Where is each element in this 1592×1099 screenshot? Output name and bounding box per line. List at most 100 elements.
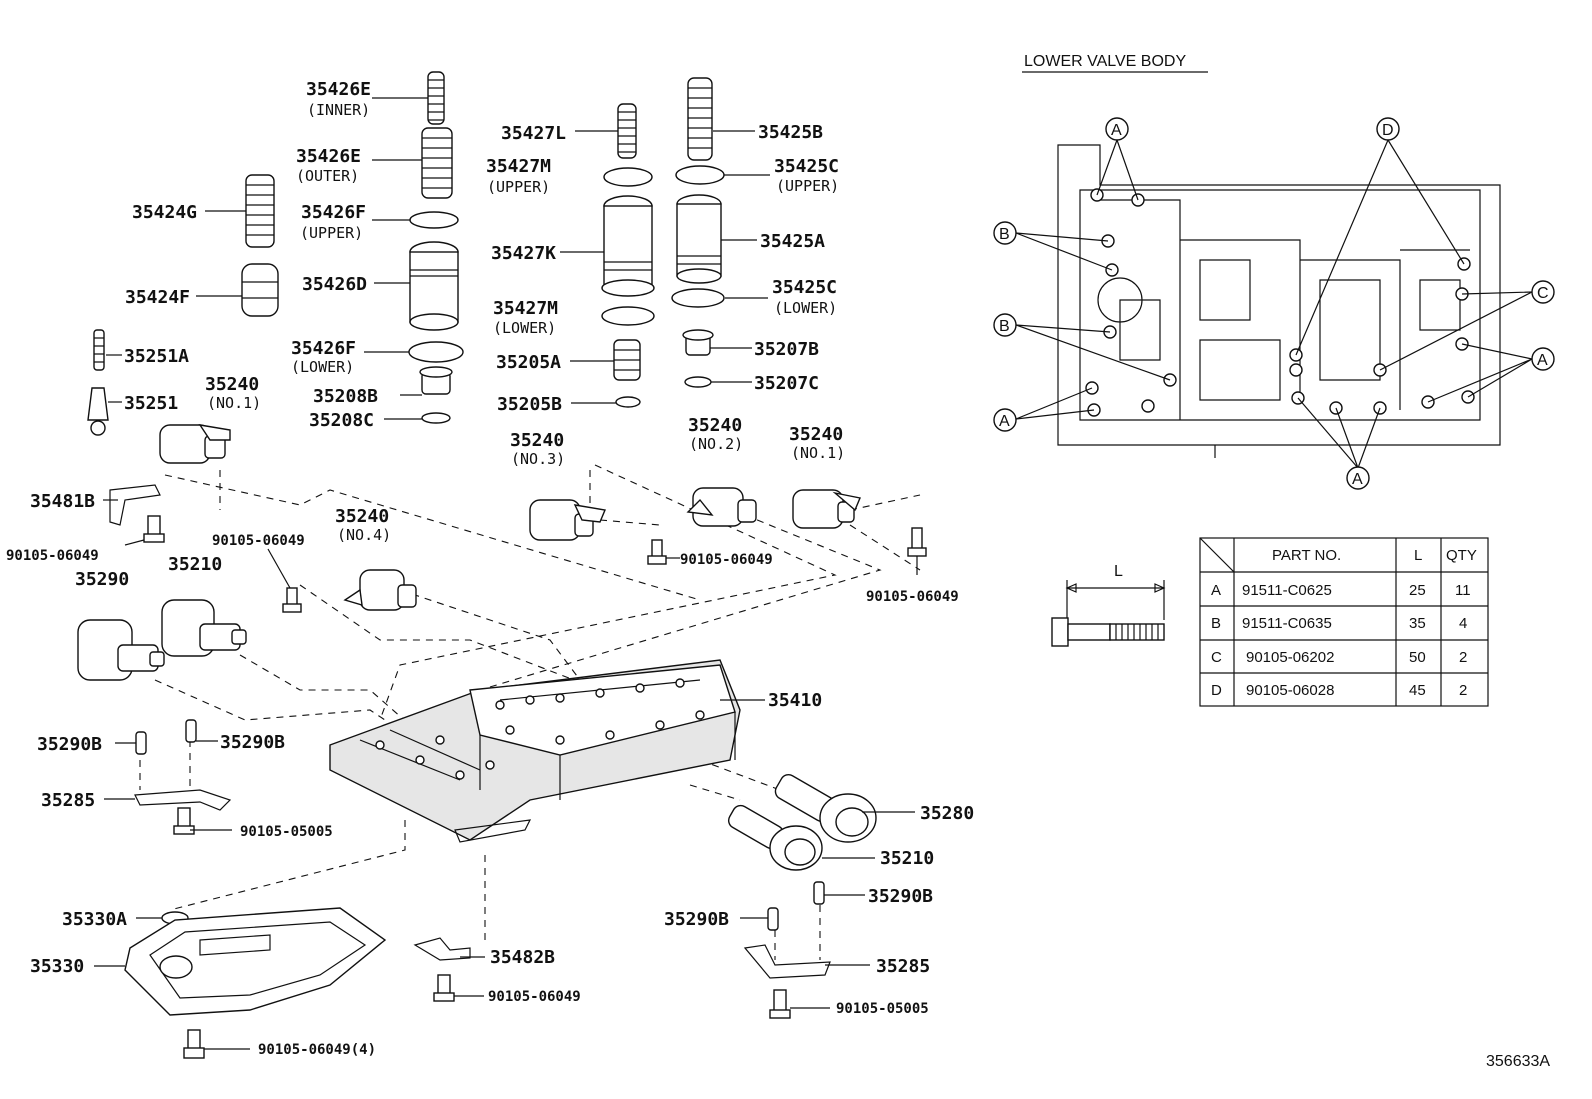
label-35240-no1-right-sub: (NO.1) [791, 444, 845, 462]
callout-a-left: A [993, 408, 1017, 432]
label-35280: 35280 [920, 803, 974, 824]
label-35210-top: 35210 [168, 554, 222, 575]
label-35424g: 35424G [132, 202, 197, 223]
label-35240-no2: 35240 [688, 415, 742, 436]
bolt-90105-06049-b [647, 539, 667, 565]
table-row-b-qty: 4 [1459, 615, 1467, 632]
table-header-part-no: PART NO. [1272, 547, 1341, 564]
callout-a-right: A [1531, 347, 1555, 371]
sleeve-35426d [409, 241, 459, 331]
label-35285-right: 35285 [876, 956, 930, 977]
label-35205b: 35205B [497, 394, 562, 415]
valve-body-35410 [329, 659, 741, 843]
table-row-a-qty: 11 [1455, 582, 1471, 599]
label-35208b: 35208B [313, 386, 378, 407]
label-35290: 35290 [75, 569, 129, 590]
svg-text:C: C [1537, 285, 1549, 302]
oring-35427m-upper [603, 167, 653, 187]
label-35240-no4-sub: (NO.4) [337, 526, 391, 544]
spring-35251a [93, 329, 105, 371]
callout-c: C [1531, 280, 1555, 304]
label-35426e-inner-sub: (INNER) [307, 101, 370, 119]
bolt-90105-06049-4 [183, 1029, 205, 1059]
label-35290b-d: 35290B [664, 909, 729, 930]
label-35425a: 35425A [760, 231, 825, 252]
label-35240-no4: 35240 [335, 506, 389, 527]
callout-leaders [1015, 139, 1533, 469]
label-90105-06049-c: 90105-06049 [212, 533, 305, 549]
table-row-a-part: 91511-C0625 [1242, 582, 1332, 599]
table-row-b-part: 91511-C0635 [1242, 615, 1332, 632]
leader-lines [94, 97, 918, 1050]
table-row-c-qty: 2 [1459, 649, 1467, 666]
label-90105-06049-d: 90105-06049 [866, 589, 959, 605]
callout-b-top: B [993, 221, 1017, 245]
solenoid-35240-no1-left [159, 424, 231, 464]
oring-35425c-lower [671, 288, 725, 308]
svg-text:B: B [999, 226, 1010, 243]
clip-35208c [421, 412, 451, 424]
label-35427k: 35427K [491, 243, 556, 264]
label-35290b-b: 35290B [220, 732, 285, 753]
table-row-a-l: 25 [1409, 582, 1426, 599]
part-labels: 35426E (INNER) 35426E (OUTER) 35424G 354… [6, 79, 974, 1058]
pin-35290b-c [813, 881, 825, 905]
label-90105-05005-left: 90105-05005 [240, 824, 333, 840]
label-35427m-lower-sub: (LOWER) [493, 319, 556, 337]
label-90105-06049-b: 90105-06049 [680, 552, 773, 568]
label-35290b-a: 35290B [37, 734, 102, 755]
figure-id: 356633A [1486, 1053, 1550, 1070]
table-row-a-key: A [1211, 582, 1221, 599]
label-35205a: 35205A [496, 352, 561, 373]
spring-35426e-outer [421, 127, 453, 199]
oring-35426f-lower [408, 341, 464, 363]
label-35427m-upper-sub: (UPPER) [487, 178, 550, 196]
solenoid-35210-bottom [727, 804, 823, 871]
bracket-35481b [109, 484, 161, 526]
label-35426f-upper: 35426F [301, 202, 366, 223]
label-35240-no1-right: 35240 [789, 424, 843, 445]
sleeve-35425a [676, 194, 722, 284]
label-35251a: 35251A [124, 346, 189, 367]
pin-35290b-a [135, 731, 147, 755]
bracket-35285-right [743, 944, 831, 979]
svg-text:A: A [1111, 122, 1122, 139]
bolt-parts-table: PART NO. L QTY A 91511-C0625 25 11 B 915… [1199, 537, 1489, 707]
label-35251: 35251 [124, 393, 178, 414]
label-35427l: 35427L [501, 123, 566, 144]
label-90105-05005-right: 90105-05005 [836, 1001, 929, 1017]
bracket-35285-left [134, 789, 232, 811]
solenoid-35240-no3 [529, 499, 606, 541]
label-35240-no1-left: 35240 [205, 374, 259, 395]
plug-35207b [682, 329, 714, 356]
table-row-c-part: 90105-06202 [1246, 649, 1334, 666]
label-35426f-lower-sub: (LOWER) [291, 358, 354, 376]
label-35410: 35410 [768, 690, 822, 711]
bolt-90105-06049-c [907, 527, 927, 557]
accumulator-bore [1097, 277, 1143, 323]
table-row-b-l: 35 [1409, 615, 1426, 632]
svg-text:A: A [999, 413, 1010, 430]
label-35207b: 35207B [754, 339, 819, 360]
table-row-b-key: B [1211, 615, 1221, 632]
label-35207c: 35207C [754, 373, 819, 394]
solenoid-35210-top [161, 599, 247, 657]
label-35425c-lower: 35425C [772, 277, 837, 298]
label-35240-no1-left-sub: (NO.1) [207, 394, 261, 412]
table-header-qty: QTY [1446, 547, 1477, 564]
table-row-d-part: 90105-06028 [1246, 682, 1334, 699]
label-35426d: 35426D [302, 274, 367, 295]
oring-35427m-lower [601, 306, 655, 326]
label-35424f: 35424F [125, 287, 190, 308]
solenoid-35240-no1-right [792, 489, 861, 529]
pin-35290b-d [767, 907, 779, 931]
callout-a-top: A [1105, 117, 1129, 141]
svg-text:A: A [1352, 471, 1363, 488]
table-header-l: L [1414, 547, 1422, 564]
svg-text:D: D [1382, 122, 1394, 139]
check-ball-35251 [87, 387, 109, 436]
table-row-c-l: 50 [1409, 649, 1426, 666]
table-row-d-key: D [1211, 682, 1222, 699]
table-row-c-key: C [1211, 649, 1222, 666]
